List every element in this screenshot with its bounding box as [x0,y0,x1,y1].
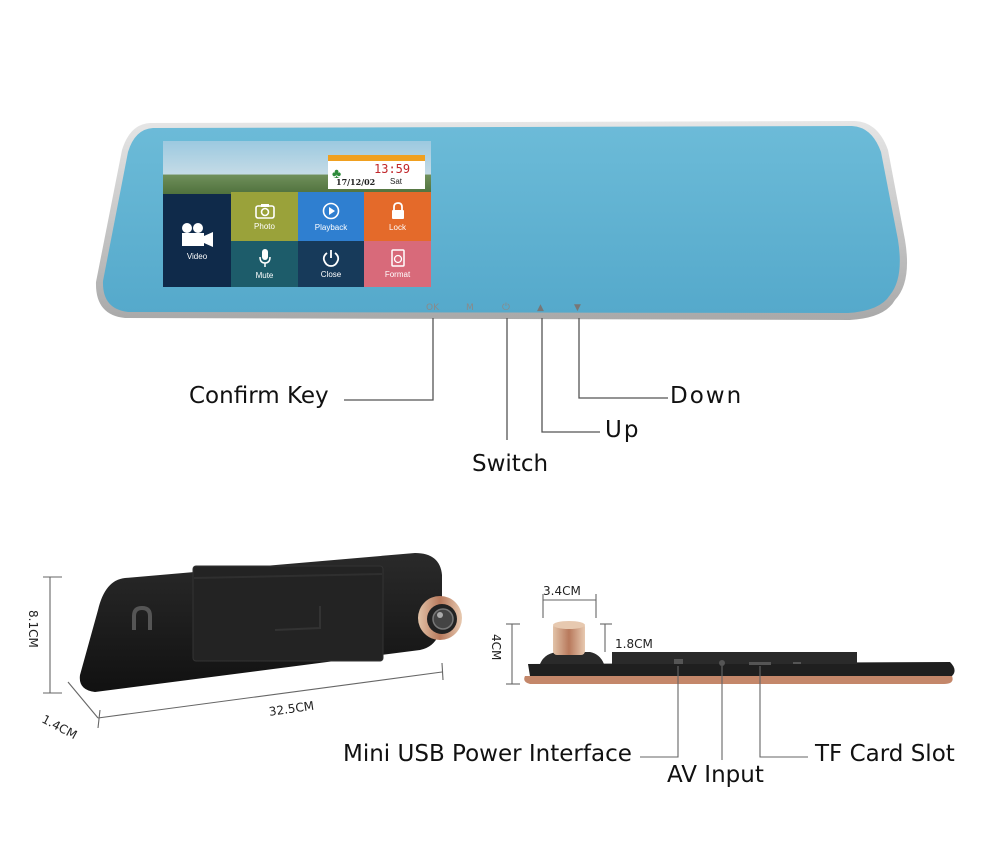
lock-icon [391,201,404,219]
camera-height-dimension: 1.8CM [615,637,653,651]
up-callout [541,318,600,433]
tile-photo[interactable]: Photo [231,192,298,241]
total-height-dimension: 4CM [489,634,503,661]
ok-button[interactable]: OK [426,303,439,313]
tf-card-label: TF Card Slot [815,741,955,767]
confirm-key-label: Confirm Key [189,383,329,409]
tile-label: Mute [255,271,274,280]
up-label: Up [605,417,641,443]
play-icon [322,202,340,219]
clock-tree-icon: ♣ [332,165,342,181]
down-label: Down [670,383,744,409]
tile-label: Photo [254,221,275,231]
video-camera-icon [182,222,213,247]
down-button[interactable]: ▼ [574,303,581,313]
side-body-top [528,662,955,676]
height-dimension: 8.1CM [26,610,40,648]
m-button[interactable]: M [466,303,474,313]
tile-label: Video [186,251,208,261]
tile-label: Lock [389,222,406,232]
microphone-icon [258,249,271,267]
mini-usb-port [674,659,683,664]
format-icon [390,249,405,267]
camera-lens [432,608,454,630]
clock-widget: ♣ 13:59 17/12/02 Sat [328,155,425,189]
power-icon [322,250,340,267]
tf-card-port [749,662,771,665]
tile-format[interactable]: Format [364,241,431,287]
tile-video[interactable]: Video [163,194,231,287]
tile-label: Playback [314,222,348,232]
clock-time: 13:59 [374,162,411,176]
side-camera-barrel [553,623,585,655]
clock-day: Sat [390,177,403,186]
camera-width-dimension: 3.4CM [543,584,581,598]
mini-usb-callout [640,666,679,758]
side-bracket [612,652,857,664]
dashcam-screen: ♣ 13:59 17/12/02 Sat Video Photo Playbac… [163,141,431,287]
clock-date: 17/12/02 [336,177,376,187]
switch-label: Switch [472,451,549,477]
tile-close[interactable]: Close [298,241,364,287]
power-button[interactable]: ⏻ [502,302,510,313]
tile-lock[interactable]: Lock [364,192,431,241]
tf-card-callout [759,666,808,758]
callout-lines [344,318,668,440]
side-body-gold [524,676,953,684]
camera-icon [254,203,275,219]
tile-mute[interactable]: Mute [231,241,298,287]
mini-usb-label: Mini USB Power Interface [343,741,632,767]
av-input-label: AV Input [667,762,764,788]
up-button[interactable]: ▲ [537,303,544,313]
confirm-key-callout [344,318,434,401]
tile-playback[interactable]: Playback [298,192,364,241]
down-callout [578,318,668,399]
dimension-lines [43,576,444,729]
av-port [719,660,725,666]
mount-bracket [192,565,384,662]
tile-label: Close [320,270,342,279]
brand-logo-icon [132,605,152,630]
tile-label: Format [384,270,411,279]
